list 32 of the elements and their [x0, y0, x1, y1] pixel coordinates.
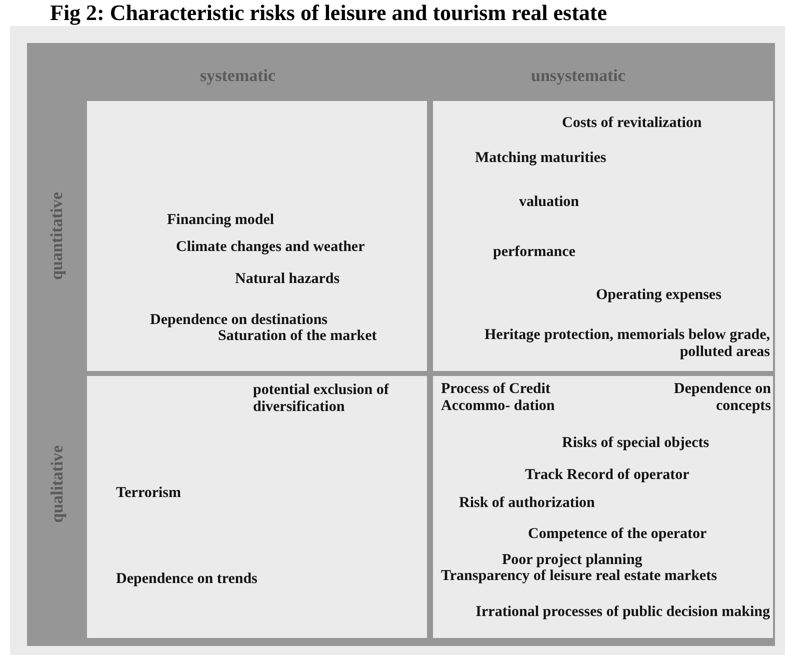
risk-label: Risks of special objects: [562, 435, 710, 452]
row-header: qualitative: [47, 445, 68, 523]
column-header: unsystematic: [531, 66, 626, 86]
risk-label: Risk of authorization: [459, 495, 595, 512]
risk-label: Competence of the operator: [528, 526, 707, 543]
risk-label: Transparency of leisure real estate markets: [441, 568, 718, 585]
figure-title: Fig 2: Characteristic risks of leisure and tourism real estate: [50, 0, 608, 26]
quadrant-box: [87, 376, 427, 638]
risk-label: Climate changes and weather: [176, 239, 365, 256]
risk-label: Operating expenses: [596, 287, 722, 304]
column-header: systematic: [200, 66, 276, 86]
quadrant-box: [433, 101, 773, 371]
risk-label: Costs of revitalization: [562, 115, 702, 132]
row-header: quantitative: [46, 192, 67, 280]
risk-label: Dependence on trends: [116, 571, 258, 588]
risk-label: Dependence on destinations: [150, 312, 328, 329]
risk-label: Track Record of operator: [525, 467, 690, 484]
risk-label: Saturation of the market: [218, 328, 377, 345]
risk-label: performance: [493, 244, 576, 261]
risk-label: Terrorism: [116, 485, 181, 502]
risk-label: Dependence on concepts: [672, 381, 771, 415]
risk-label: valuation: [519, 194, 580, 211]
quadrant-box: [87, 101, 427, 371]
risk-label: Natural hazards: [235, 271, 340, 288]
risk-label: Process of Credit Accommo- dation: [441, 381, 556, 415]
risk-label: Heritage protection, memorials below grade, polluted areas: [484, 327, 770, 361]
risk-label: Matching maturities: [475, 150, 606, 167]
risk-label: Financing model: [167, 212, 274, 229]
risk-label: potential exclusion of diversification: [253, 382, 390, 416]
risk-label: Irrational processes of public decision making: [474, 604, 770, 621]
risk-label: Poor project planning: [502, 552, 642, 569]
quadrant-box: [433, 376, 773, 638]
